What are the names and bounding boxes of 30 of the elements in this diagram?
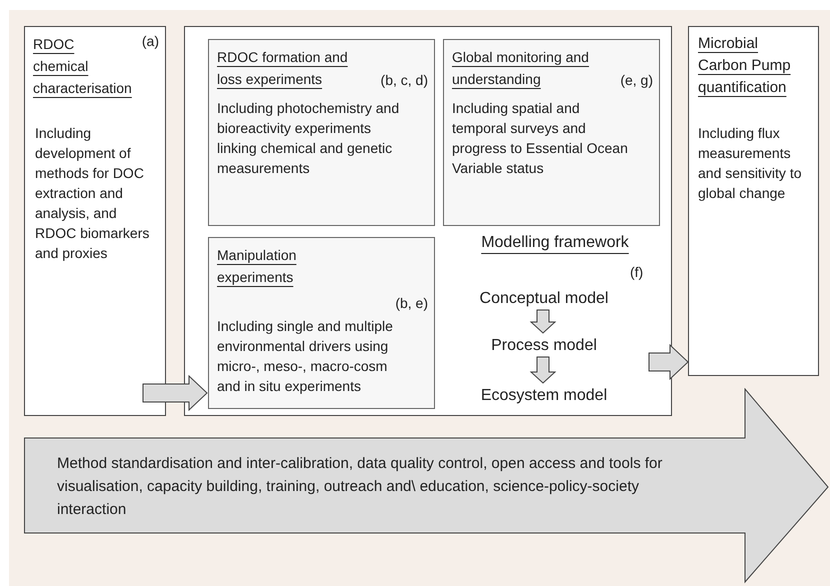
framework-box (184, 26, 672, 416)
box-heading: RDOC formation and loss experiments (217, 48, 349, 89)
reference-letters: (f) (630, 263, 644, 282)
reference-letters: (b, e) (395, 294, 428, 313)
box-heading: Microbial Carbon Pump quantification (698, 34, 792, 98)
theme-box (24, 26, 166, 416)
box-heading: RDOC chemical characterisation (33, 35, 133, 98)
activity-box (208, 237, 435, 409)
outcome-box (688, 26, 819, 376)
block-arrow (530, 356, 556, 384)
section-heading: Modelling framework (480, 233, 630, 253)
box-description: Including spatial and temporal surveys and progress to Essential Ocean Variable status (452, 99, 629, 178)
block-arrow (142, 374, 208, 412)
box-description: Including photochemistry and bioreactivity experiments linking chemical and genetic measurements (217, 99, 400, 178)
model-text: Conceptual model (478, 289, 610, 309)
box-description: Including single and multiple environmental drivers using micro-, meso-, macro-cosm and in situ experiments (217, 317, 394, 396)
model-text: Ecosystem model (480, 386, 608, 406)
block-arrow (530, 310, 556, 334)
block-arrow (648, 344, 689, 380)
banner-text: Method standardisation and inter-calibration, data quality control, open access and tools for visualisation, capacity building, training, outreach and\ education, science-policy-society interaction (57, 454, 664, 520)
box-heading: Global monitoring and understanding (452, 48, 590, 89)
reference-letters: (a) (142, 32, 159, 51)
activity-box (443, 39, 660, 226)
activity-box (208, 39, 435, 226)
box-description: Including development of methods for DOC extraction and analysis, and RDOC biomarkers and proxies (35, 124, 150, 263)
box-description: Including flux measurements and sensitivity to global change (698, 124, 802, 203)
model-text: Process model (490, 336, 598, 356)
reference-letters: (e, g) (620, 71, 653, 90)
box-heading: Manipulation experiments (217, 246, 298, 287)
reference-letters: (b, c, d) (380, 71, 428, 90)
